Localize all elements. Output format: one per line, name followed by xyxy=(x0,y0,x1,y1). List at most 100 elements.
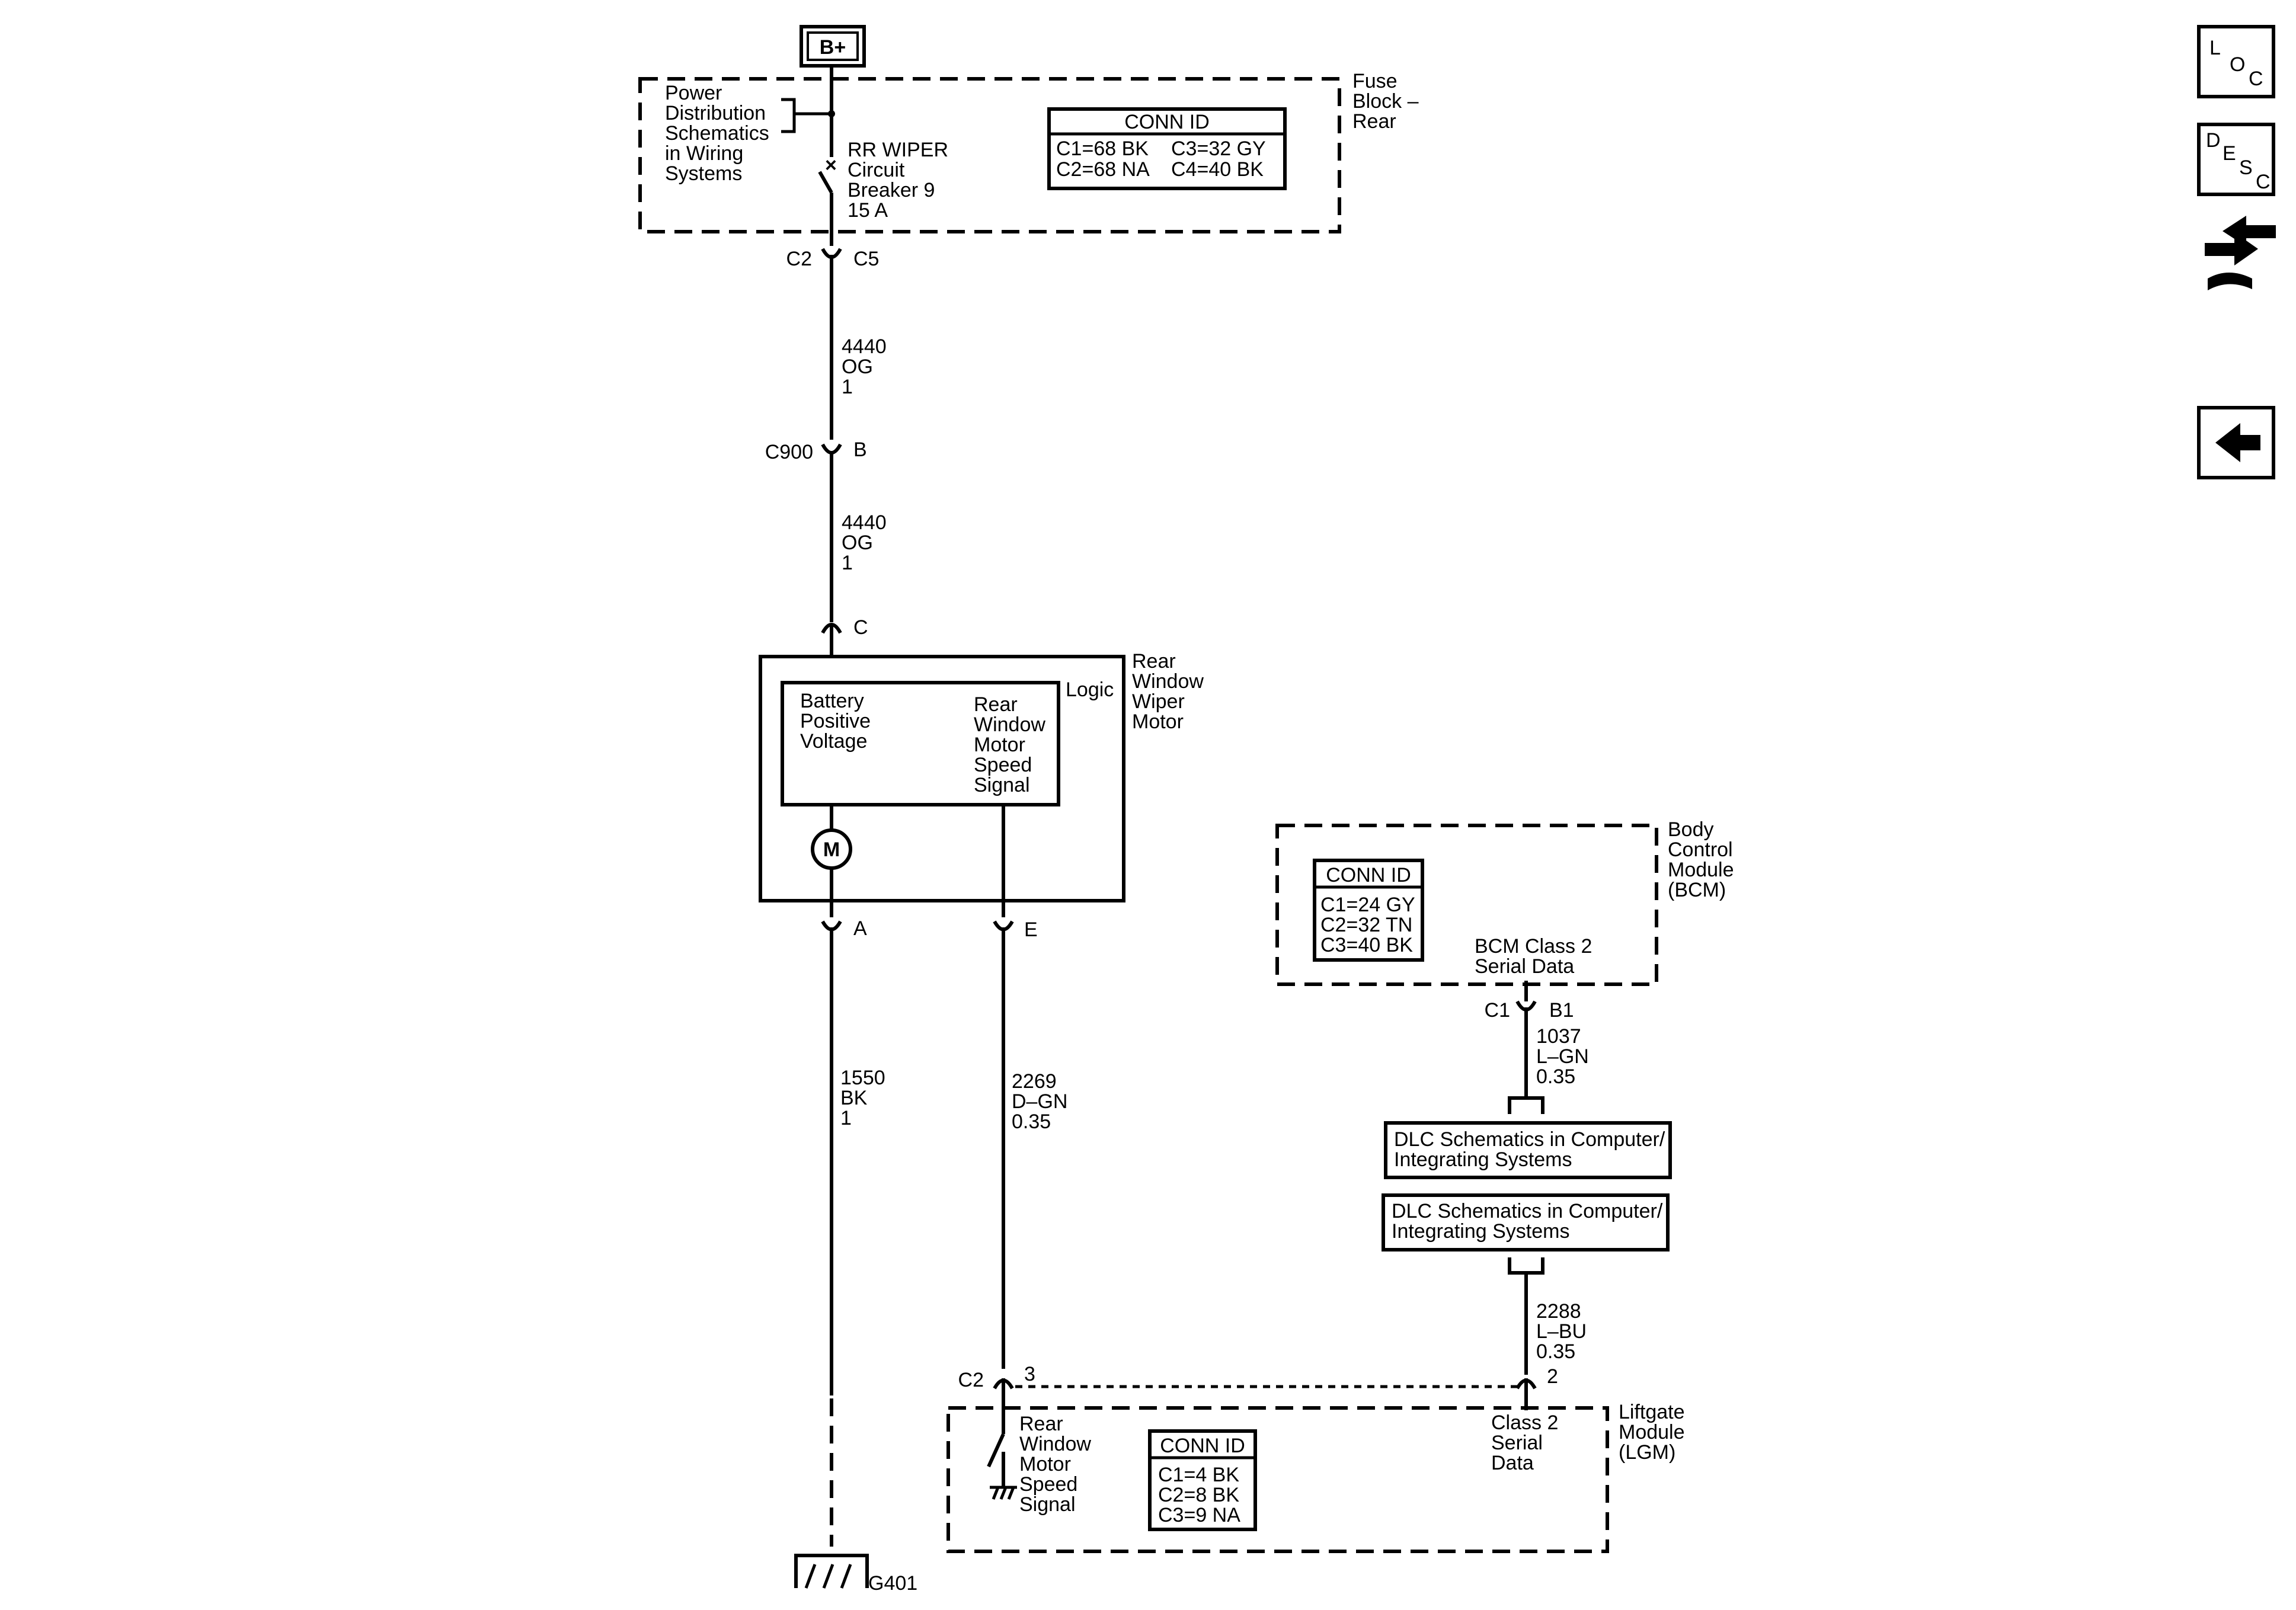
svg-text:(LGM): (LGM) xyxy=(1619,1441,1675,1464)
dlc-schematics-reference-lower[interactable]: DLC Schematics in Computer/ Integrating … xyxy=(1382,1193,1670,1251)
svg-text:C2=8 BK: C2=8 BK xyxy=(1158,1484,1239,1506)
svg-text:DLC Schematics in Computer/: DLC Schematics in Computer/ xyxy=(1394,1128,1665,1151)
connector-bcm-c1-b1: C1 B1 xyxy=(1485,999,1574,1022)
wire-1037-l-gn: 1037 L–GN 0.35 xyxy=(1536,1025,1589,1088)
svg-text:BK: BK xyxy=(840,1087,868,1109)
svg-text:Serial: Serial xyxy=(1491,1432,1543,1454)
svg-text:Positive: Positive xyxy=(800,710,871,732)
svg-text:M: M xyxy=(823,838,840,861)
svg-text:C900: C900 xyxy=(765,441,813,463)
svg-text:B: B xyxy=(853,438,867,461)
connector-lgm-c2-pin3: C2 3 xyxy=(958,1363,1035,1410)
svg-text:Rear: Rear xyxy=(1352,110,1396,133)
power-distribution-reference[interactable]: Power Distribution Schematics in Wiring … xyxy=(665,82,835,185)
svg-text:2: 2 xyxy=(1547,1365,1558,1388)
svg-text:0.35: 0.35 xyxy=(1536,1065,1575,1088)
rear-window-wiper-motor-box xyxy=(759,655,1125,902)
svg-text:Window: Window xyxy=(974,713,1045,736)
wire-4440-og-lower: 4440 OG 1 xyxy=(842,511,887,574)
svg-text:Serial Data: Serial Data xyxy=(1475,955,1574,978)
svg-text:C3=9 NA: C3=9 NA xyxy=(1158,1504,1240,1526)
breaker-label: RR WIPER Circuit Breaker 9 15 A xyxy=(848,139,948,222)
connector-lgm-pin2: 2 xyxy=(1515,1365,1558,1410)
desc-button[interactable]: D E S C xyxy=(2197,123,2275,196)
svg-text:Breaker 9: Breaker 9 xyxy=(848,179,935,201)
motor-speed-signal-label: Rear Window Motor Speed Signal xyxy=(974,693,1045,796)
bcm-conn-id-table: CONN ID C1=24 GY C2=32 TN C3=40 BK xyxy=(1313,859,1424,962)
svg-text:Module: Module xyxy=(1619,1421,1685,1443)
fuse-block-conn-id-table: CONN ID C1=68 BK C3=32 GY C2=68 NA C4=40… xyxy=(1047,107,1287,190)
svg-text:4440: 4440 xyxy=(842,511,887,534)
battery-positive-voltage-label: Battery Positive Voltage xyxy=(800,690,871,753)
lgm-class2-serial-data-label: Class 2 Serial Data xyxy=(1491,1411,1558,1474)
svg-text:C2: C2 xyxy=(958,1369,984,1391)
battery-positive-source: B+ xyxy=(800,25,866,68)
svg-text:Data: Data xyxy=(1491,1452,1534,1474)
svg-text:Rear: Rear xyxy=(1019,1413,1063,1435)
svg-text:2269: 2269 xyxy=(1012,1070,1057,1093)
b-plus-label: B+ xyxy=(820,36,846,59)
svg-text:CONN ID: CONN ID xyxy=(1124,111,1210,133)
svg-text:C: C xyxy=(853,616,868,639)
svg-text:RR WIPER: RR WIPER xyxy=(848,139,948,161)
svg-text:O: O xyxy=(2230,53,2245,76)
svg-text:1: 1 xyxy=(842,552,853,574)
svg-text:Liftgate: Liftgate xyxy=(1619,1401,1685,1423)
svg-text:L–BU: L–BU xyxy=(1536,1320,1587,1343)
wire-1550-bk: 1550 BK 1 xyxy=(840,1067,885,1129)
svg-text:Class 2: Class 2 xyxy=(1491,1411,1558,1434)
logic-label: Logic xyxy=(1066,678,1114,701)
svg-text:Fuse: Fuse xyxy=(1352,70,1398,92)
svg-text:0.35: 0.35 xyxy=(1012,1110,1051,1133)
lgm-speed-signal-switch xyxy=(987,1410,1017,1500)
svg-text:L–GN: L–GN xyxy=(1536,1045,1589,1068)
bcm-name: Body Control Module (BCM) xyxy=(1668,818,1734,901)
svg-text:C5: C5 xyxy=(853,248,879,270)
svg-text:CONN ID: CONN ID xyxy=(1160,1435,1245,1457)
connector-icon[interactable] xyxy=(2205,216,2276,290)
back-arrow-icon[interactable] xyxy=(2197,406,2275,479)
svg-text:CONN ID: CONN ID xyxy=(1326,864,1411,886)
wire-4440-og-upper: 4440 OG 1 xyxy=(842,335,887,398)
svg-text:15 A: 15 A xyxy=(848,199,888,222)
lgm-outline xyxy=(946,1406,1609,1553)
svg-text:Integrating Systems: Integrating Systems xyxy=(1392,1220,1569,1243)
svg-text:Rear: Rear xyxy=(1132,650,1176,673)
motor-symbol: M xyxy=(811,828,852,870)
loc-button[interactable]: L O C xyxy=(2197,25,2275,98)
connector-motor-e: E xyxy=(993,918,1038,942)
svg-text:Body: Body xyxy=(1668,818,1714,841)
svg-text:1550: 1550 xyxy=(840,1067,885,1089)
svg-text:BCM Class 2: BCM Class 2 xyxy=(1475,935,1592,958)
svg-text:4440: 4440 xyxy=(842,335,887,358)
svg-text:Control: Control xyxy=(1668,838,1733,861)
svg-text:Wiper: Wiper xyxy=(1132,690,1185,713)
bcm-outline xyxy=(1275,824,1658,986)
svg-text:C1: C1 xyxy=(1485,999,1510,1022)
svg-text:C: C xyxy=(2249,68,2263,90)
svg-text:Motor: Motor xyxy=(1019,1453,1071,1475)
svg-text:in Wiring: in Wiring xyxy=(665,142,743,165)
svg-text:C1=4 BK: C1=4 BK xyxy=(1158,1464,1239,1486)
svg-text:Circuit: Circuit xyxy=(848,159,905,181)
svg-text:OG: OG xyxy=(842,532,873,554)
svg-text:DLC Schematics in Computer/: DLC Schematics in Computer/ xyxy=(1392,1200,1663,1222)
rr-wiper-circuit-breaker: × xyxy=(818,113,837,246)
svg-text:1: 1 xyxy=(840,1107,852,1129)
dlc-schematics-reference-upper[interactable]: DLC Schematics in Computer/ Integrating … xyxy=(1384,1121,1672,1179)
svg-text:C2: C2 xyxy=(786,248,812,270)
svg-text:C: C xyxy=(2256,171,2271,193)
connector-motor-c: C xyxy=(821,616,868,657)
svg-text:Speed: Speed xyxy=(1019,1473,1077,1496)
svg-text:Motor: Motor xyxy=(974,734,1025,756)
svg-text:E: E xyxy=(2223,142,2236,165)
svg-text:G401: G401 xyxy=(868,1572,917,1595)
connector-c900: C900 B xyxy=(765,438,867,471)
rear-window-wiper-motor-name: Rear Window Wiper Motor xyxy=(1132,650,1204,733)
logic-box xyxy=(781,681,1060,806)
bcm-class2-serial-data-label: BCM Class 2 Serial Data xyxy=(1475,935,1592,978)
svg-text:Systems: Systems xyxy=(665,162,742,185)
svg-text:Schematics: Schematics xyxy=(665,122,769,145)
svg-text:Battery: Battery xyxy=(800,690,864,712)
fuse-block-rear-outline xyxy=(638,77,1341,233)
